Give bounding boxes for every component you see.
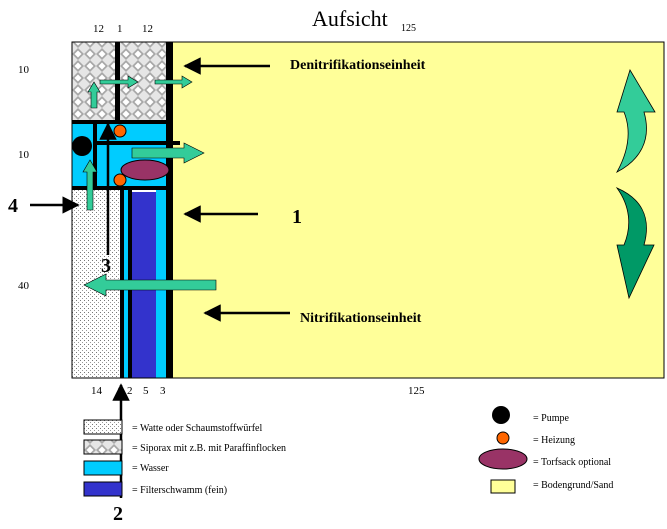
bottom-dimensions: 14 1 2 5 3 125	[91, 385, 425, 397]
circulation-arrow-lower	[615, 187, 655, 300]
flow-arrow-right-siporax	[99, 75, 139, 89]
legend-label: = Filterschwamm (fein)	[132, 485, 227, 496]
circulation-arrows	[615, 69, 656, 300]
legend-swatch-sand	[490, 479, 516, 494]
heater-icon	[113, 173, 127, 187]
diagram-title-dimension: 125	[401, 23, 416, 34]
callout-1: 1	[292, 206, 302, 228]
legend-symbols: = Pumpe = Heizung = Torfsack optional = …	[478, 406, 613, 494]
legend-label: = Wasser	[132, 463, 169, 474]
flow-arrow-up-watte	[82, 159, 98, 211]
flow-arrow-left-nitrification	[83, 273, 217, 297]
flow-arrows	[82, 75, 217, 297]
callout-2: 2	[113, 503, 123, 525]
bottom-dim-label: 14	[91, 385, 103, 397]
sand-area	[171, 41, 665, 379]
left-dim-label: 10	[18, 64, 30, 76]
label-denitrification: Denitrifikationseinheit	[290, 58, 426, 73]
wall-vertical-pump	[93, 124, 97, 190]
left-dimensions: 10 10 40	[18, 64, 30, 292]
callout-3: 3	[101, 255, 111, 277]
bottom-dim-label: 3	[160, 385, 166, 397]
top-dimensions: 12 1 12	[93, 23, 153, 35]
flow-arrow-right-water	[131, 142, 205, 164]
flow-arrow-up-siporax	[87, 81, 101, 109]
legend-materials: = Watte oder Schaumstoffwürfel = Siporax…	[83, 419, 286, 497]
left-dim-label: 40	[18, 280, 30, 292]
circulation-arrow-upper	[616, 69, 656, 173]
bottom-dim-label: 2	[127, 385, 133, 397]
legend-pump-icon	[492, 406, 510, 424]
wall-horizontal-upper	[72, 120, 170, 124]
wall-divider-main	[166, 42, 173, 378]
bottom-dim-label: 1	[117, 385, 123, 397]
bottom-dim-label: 5	[143, 385, 149, 397]
diagram-title: Aufsicht	[312, 6, 388, 31]
top-dim-label: 1	[117, 23, 123, 35]
callout-4: 4	[8, 195, 18, 217]
pump-icon	[72, 136, 92, 156]
legend-peat-bag-icon	[478, 448, 528, 470]
heater-icon	[113, 124, 127, 138]
legend-swatch-wasser	[83, 460, 123, 476]
top-dim-label: 12	[142, 23, 153, 35]
legend-label: = Heizung	[533, 435, 575, 446]
flow-arrow-right-top	[154, 75, 193, 89]
bottom-dim-label: 125	[408, 385, 425, 397]
left-dim-label: 10	[18, 149, 30, 161]
top-dim-label: 12	[93, 23, 104, 35]
legend-label: = Torfsack optional	[533, 457, 611, 468]
label-nitrification: Nitrifikationseinheit	[300, 311, 422, 326]
legend-label: = Watte oder Schaumstoffwürfel	[132, 423, 262, 434]
legend-label: = Siporax mit z.B. mit Paraffinflocken	[132, 443, 286, 454]
peat-bag-icon	[120, 159, 170, 181]
legend-heater-icon	[496, 431, 510, 445]
legend-swatch-siporax	[83, 439, 123, 455]
legend-label: = Bodengrund/Sand	[533, 480, 613, 491]
wall-horizontal-mid	[95, 141, 180, 145]
legend-swatch-watte	[83, 419, 123, 435]
legend-swatch-filter	[83, 481, 123, 497]
legend-label: = Pumpe	[533, 413, 569, 424]
